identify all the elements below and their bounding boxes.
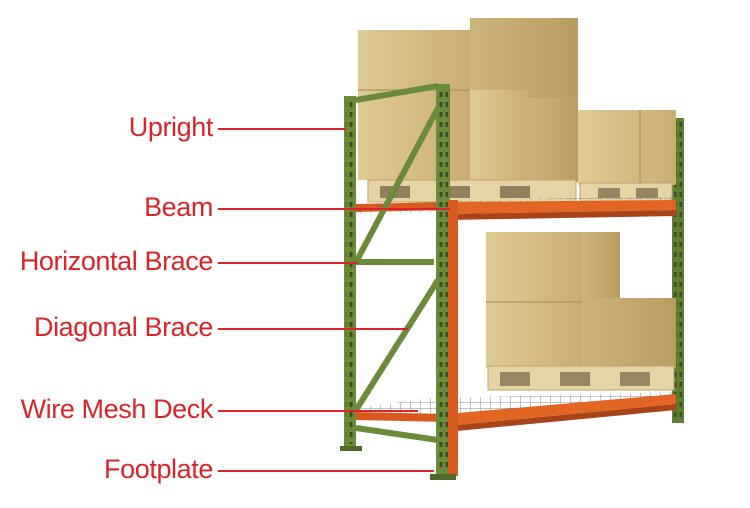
label-wire-mesh-deck: Wire Mesh Deck [20,394,214,424]
front-frame-bracing [353,83,441,443]
bottom-box-stack [486,232,676,368]
bottom-pallets [487,365,675,391]
label-footplate: Footplate [104,454,213,484]
bottom-beams [356,394,676,432]
leader-line-wire-mesh-deck [218,410,418,412]
label-beam: Beam [144,192,213,222]
leader-line-upright [218,128,346,130]
top-right-box [578,110,676,185]
leader-line-diagonal-brace [218,328,408,330]
label-upright: Upright [128,112,214,142]
footplates [340,446,456,480]
leader-line-footplate [218,470,434,472]
back-left-upright [344,96,356,448]
top-left-box-stack [358,18,578,182]
leader-line-horizontal-brace [218,262,358,264]
label-horizontal-brace: Horizontal Brace [19,246,214,276]
label-diagonal-brace: Diagonal Brace [33,312,213,342]
top-beams [356,200,676,220]
leader-line-beam [218,208,450,210]
front-upright [436,84,458,476]
